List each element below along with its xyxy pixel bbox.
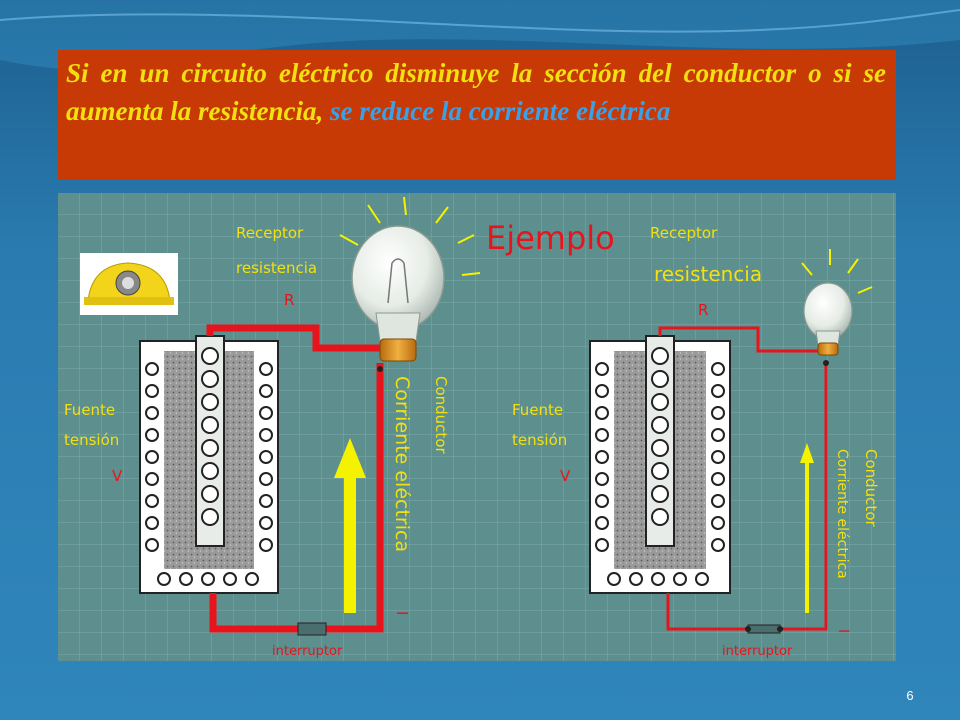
right-i-label: I (835, 629, 851, 633)
header-swoosh (0, 0, 960, 71)
left-v-label: V (112, 467, 123, 485)
heading-ejemplo: Ejemplo (486, 219, 615, 257)
left-i-label: I (393, 611, 411, 615)
left-receptor-label: Receptor (236, 224, 304, 242)
bulb-large (339, 196, 481, 362)
right-resistencia-label: resistencia (654, 262, 762, 286)
left-circuit: Receptor resistencia Fuente tensión R V … (64, 196, 481, 659)
right-circuit: Receptor resistencia Fuente tensión R V … (512, 224, 880, 659)
right-corriente-label: Corriente eléctrica (834, 449, 850, 579)
right-fuente-label: Fuente (512, 401, 563, 419)
right-interruptor-label: interruptor (722, 644, 793, 659)
bulb-small (801, 249, 873, 356)
left-conductor-label: Conductor (432, 376, 450, 454)
statement-highlight: se reduce la corriente eléctrica (330, 96, 671, 126)
left-tension-label: tensión (64, 431, 119, 449)
left-fuente-label: Fuente (64, 401, 115, 419)
helmet-icon (80, 253, 178, 315)
left-resistencia-label: resistencia (236, 259, 317, 277)
right-r-label: R (698, 301, 708, 319)
right-receptor-label: Receptor (650, 224, 718, 242)
right-v-label: V (560, 467, 571, 485)
left-corriente-label: Corriente eléctrica (391, 376, 413, 552)
circuit-diagram: Ejemplo (58, 193, 896, 661)
right-tension-label: tensión (512, 431, 567, 449)
left-interruptor-label: interruptor (272, 644, 343, 659)
left-r-label: R (284, 291, 294, 309)
page-number: 6 (906, 688, 914, 703)
statement-text: Si en un circuito eléctrico disminuye la… (66, 58, 886, 126)
right-conductor-label: Conductor (862, 449, 880, 527)
statement-box: Si en un circuito eléctrico disminuye la… (58, 50, 896, 180)
